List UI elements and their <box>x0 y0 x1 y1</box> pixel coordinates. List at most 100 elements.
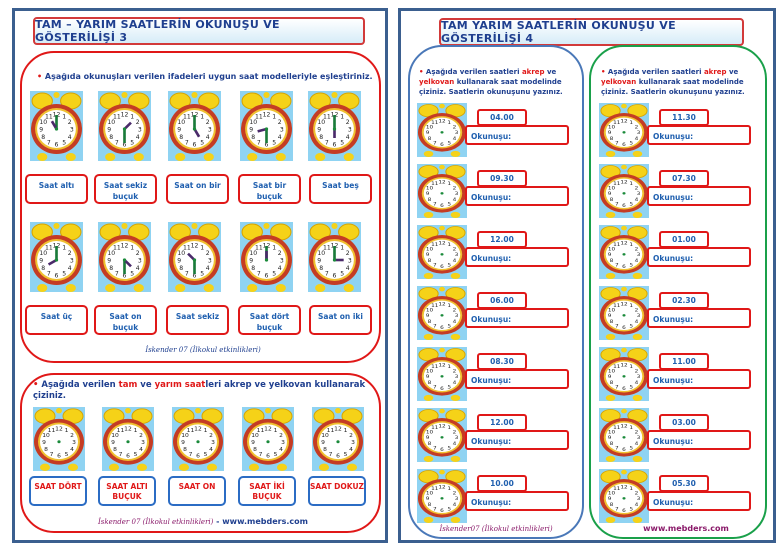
time-box: 03.00 <box>659 414 709 431</box>
okunusu-field[interactable]: Okunuşu: <box>647 491 751 511</box>
svg-text:8: 8 <box>251 265 255 272</box>
svg-text:5: 5 <box>200 271 204 278</box>
svg-text:1: 1 <box>629 182 633 187</box>
svg-text:4: 4 <box>453 441 457 446</box>
svg-text:9: 9 <box>39 258 43 265</box>
svg-text:6: 6 <box>440 508 444 513</box>
svg-text:6: 6 <box>622 325 626 330</box>
svg-text:10: 10 <box>426 430 433 435</box>
svg-text:10: 10 <box>42 433 50 439</box>
svg-text:11: 11 <box>613 121 620 126</box>
svg-text:8: 8 <box>41 134 45 141</box>
okunusu-field[interactable]: Okunuşu: <box>465 308 569 328</box>
okunusu-field[interactable]: Okunuşu: <box>647 430 751 450</box>
time-box: 02.30 <box>659 292 709 309</box>
svg-text:7: 7 <box>615 385 619 390</box>
svg-text:8: 8 <box>319 265 323 272</box>
svg-text:1: 1 <box>340 245 344 252</box>
svg-text:3: 3 <box>141 440 145 446</box>
time-label-card[interactable]: Saat on bir <box>166 174 229 204</box>
svg-text:11: 11 <box>431 304 438 309</box>
svg-text:4: 4 <box>349 447 353 453</box>
svg-text:7: 7 <box>115 140 119 147</box>
svg-text:10: 10 <box>181 433 189 439</box>
svg-text:11: 11 <box>613 426 620 431</box>
svg-text:9: 9 <box>426 436 430 441</box>
okunusu-field[interactable]: Okunuşu: <box>647 369 751 389</box>
svg-text:2: 2 <box>635 430 639 435</box>
svg-text:4: 4 <box>635 258 639 263</box>
svg-text:8: 8 <box>610 136 614 141</box>
time-box: 04.00 <box>477 109 527 126</box>
okunusu-field[interactable]: Okunuşu: <box>465 430 569 450</box>
time-label-card[interactable]: Saat bir buçuk <box>238 174 301 204</box>
okunusu-field[interactable]: Okunuşu: <box>465 491 569 511</box>
svg-text:10: 10 <box>426 186 433 191</box>
svg-text:1: 1 <box>62 245 66 252</box>
svg-text:3: 3 <box>208 258 212 265</box>
time-label-card[interactable]: Saat üç <box>25 305 88 335</box>
okunusu-field[interactable]: Okunuşu: <box>647 186 751 206</box>
time-label-card[interactable]: Saat on buçuk <box>94 305 157 335</box>
svg-text:7: 7 <box>433 202 437 207</box>
svg-text:9: 9 <box>426 497 430 502</box>
time-label-card[interactable]: Saat on iki <box>309 305 372 335</box>
svg-text:8: 8 <box>610 502 614 507</box>
svg-text:1: 1 <box>272 245 276 252</box>
svg-text:6: 6 <box>193 142 197 149</box>
okunusu-field[interactable]: Okunuşu: <box>465 369 569 389</box>
svg-text:5: 5 <box>272 271 276 278</box>
svg-text:7: 7 <box>119 452 123 458</box>
svg-text:4: 4 <box>635 197 639 202</box>
time-label-card[interactable]: Saat sekiz <box>166 305 229 335</box>
svg-text:8: 8 <box>109 134 113 141</box>
svg-text:5: 5 <box>130 140 134 147</box>
svg-text:4: 4 <box>68 134 72 141</box>
time-box: 08.30 <box>477 353 527 370</box>
svg-text:10: 10 <box>249 119 257 126</box>
svg-text:2: 2 <box>635 186 639 191</box>
svg-text:5: 5 <box>200 140 204 147</box>
panel-instruction: • Aşağıda verilen saatleri akrep ve yelk… <box>419 68 563 96</box>
okunusu-field[interactable]: Okunuşu: <box>465 125 569 145</box>
okunusu-field[interactable]: Okunuşu: <box>647 308 751 328</box>
time-label-card[interactable]: Saat sekiz buçuk <box>94 174 157 204</box>
okunusu-field[interactable]: Okunuşu: <box>647 247 751 267</box>
svg-text:3: 3 <box>637 436 641 441</box>
okunusu-field[interactable]: Okunuşu: <box>465 186 569 206</box>
svg-text:5: 5 <box>447 141 451 146</box>
svg-text:1: 1 <box>130 245 134 252</box>
time-box: 11.00 <box>659 353 709 370</box>
svg-text:12: 12 <box>438 119 445 124</box>
okunusu-field[interactable]: Okunuşu: <box>465 247 569 267</box>
time-label-card[interactable]: Saat dört buçuk <box>238 305 301 335</box>
time-label-card[interactable]: Saat beş <box>309 174 372 204</box>
svg-text:8: 8 <box>41 265 45 272</box>
time-label-card[interactable]: Saat altı <box>25 174 88 204</box>
svg-text:1: 1 <box>200 114 204 121</box>
svg-text:7: 7 <box>47 140 51 147</box>
svg-text:1: 1 <box>200 245 204 252</box>
svg-text:2: 2 <box>206 250 210 257</box>
okunusu-field[interactable]: Okunuşu: <box>647 125 751 145</box>
